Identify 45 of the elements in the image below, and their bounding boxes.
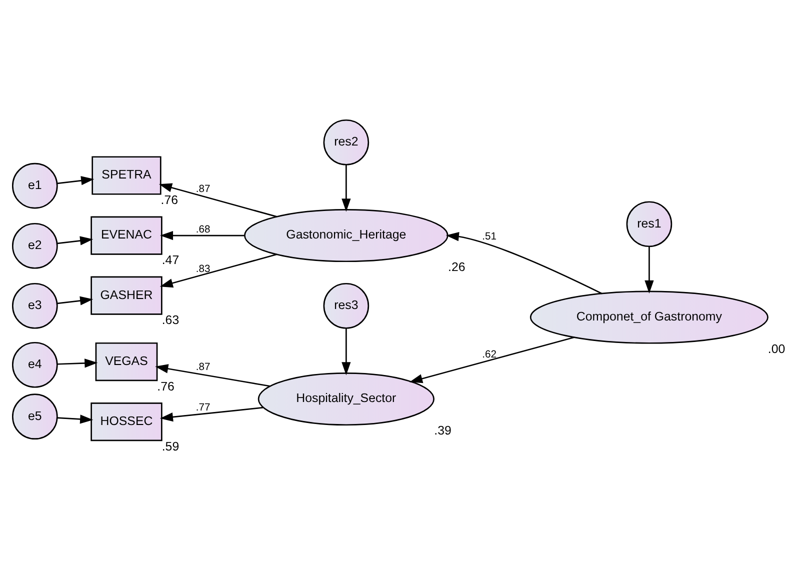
edge-label: .62	[482, 350, 496, 361]
node-ellipse: Gastonomic_Heritage	[244, 208, 448, 262]
arrow	[160, 230, 244, 240]
arrow	[160, 406, 264, 422]
node-label: .63	[162, 313, 180, 328]
node-box: SPETRA	[92, 156, 162, 195]
arrow	[644, 246, 654, 294]
arrow	[160, 254, 278, 288]
node-label: .59	[162, 439, 180, 454]
node-circle: e3	[12, 282, 58, 329]
edge-label: .68	[196, 224, 210, 236]
node-label: .76	[157, 379, 174, 394]
node-circle: e5	[12, 394, 58, 440]
node-box: EVENAC	[90, 216, 162, 255]
node-box: HOSSEC	[90, 402, 162, 442]
node-circle: res1	[626, 201, 672, 248]
node-circle: e1	[12, 162, 58, 209]
arrow	[57, 414, 94, 424]
node-circle: res3	[323, 282, 370, 329]
node-circle: res2	[323, 119, 370, 166]
arrow	[57, 296, 94, 306]
arrow	[57, 176, 94, 186]
node-box: GASHER	[90, 276, 162, 315]
edge-label: .87	[196, 184, 210, 196]
node-label: .26	[448, 260, 466, 274]
edge-label: .83	[196, 264, 210, 275]
arrow	[342, 328, 351, 376]
arrow	[158, 183, 278, 218]
node-ellipse: Componet_of Gastronomy	[530, 290, 768, 344]
arrow	[342, 164, 351, 212]
node-label: .39	[434, 424, 452, 438]
edge-label: .87	[196, 362, 210, 374]
node-circle: e4	[12, 342, 58, 388]
node-label: .00	[768, 342, 786, 356]
node-box: VEGAS	[95, 342, 158, 382]
arrow	[446, 232, 602, 294]
node-label: .47	[162, 253, 180, 268]
edge-label: .51	[482, 232, 496, 243]
node-circle: e2	[12, 222, 58, 269]
node-label: .76	[160, 193, 178, 208]
arrow	[409, 336, 575, 384]
edge-label: .77	[196, 402, 210, 414]
arrow	[155, 364, 270, 387]
arrow	[57, 358, 98, 368]
arrow	[57, 236, 94, 246]
